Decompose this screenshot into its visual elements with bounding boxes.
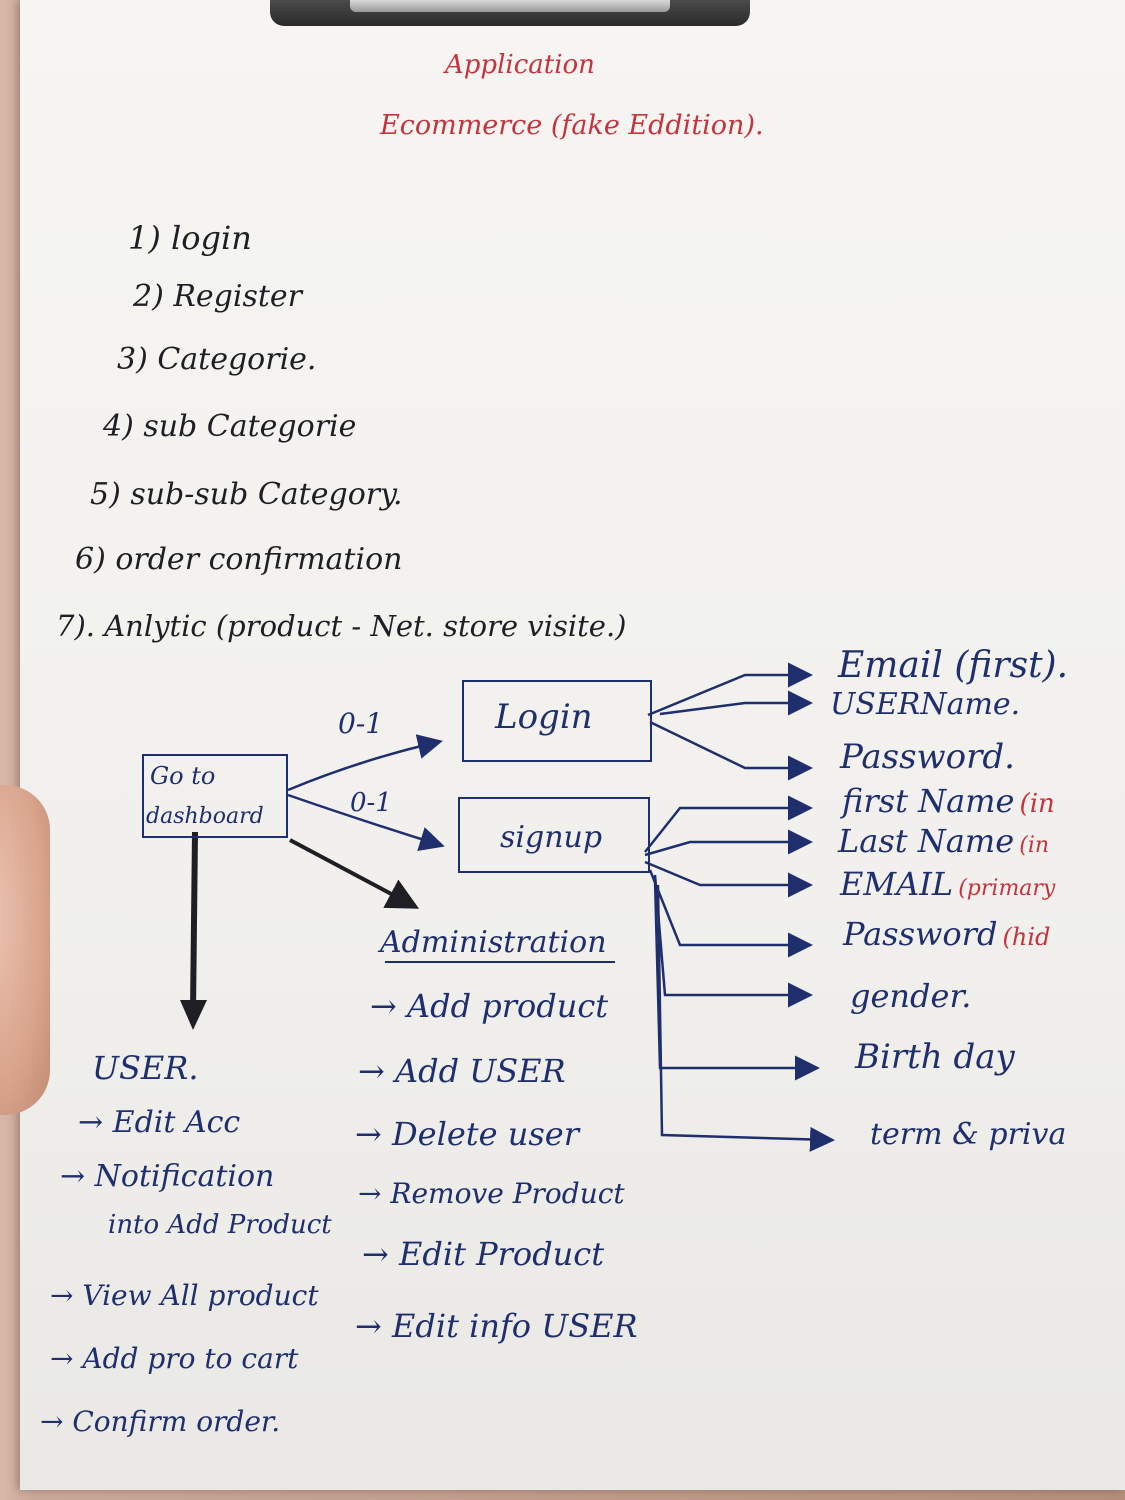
login-node-label: Login [495,697,593,737]
admin-item: → Edit Product [362,1235,605,1273]
admin-item: → Add USER [358,1052,566,1090]
clipboard-clip-bar [350,0,670,12]
edge-label-login: 0-1 [338,707,384,740]
dashboard-node [142,754,288,838]
login-field: USERName. [830,687,1021,722]
signup-field-text: first Name [842,782,1015,820]
finger [0,785,50,1115]
user-item: → Add pro to cart [50,1342,299,1375]
signup-field: term & priva [870,1117,1067,1152]
user-item: → Notification [60,1159,275,1194]
signup-field-note: (hid [1002,923,1051,951]
admin-item: → Add product [370,987,609,1025]
signup-field-note: (in [1019,789,1055,819]
user-heading: USER. [92,1049,199,1087]
signup-field: Password (hid [843,918,1050,950]
feature-item: 6) order confirmation [75,542,403,577]
dashboard-label-line-2: dashboard [146,804,264,829]
login-field: Password. [840,737,1015,777]
administration-heading: Administration [380,925,607,960]
signup-field: Birth day [855,1037,1015,1077]
signup-field-note: (in [1019,833,1050,858]
user-item: → Edit Acc [78,1105,241,1140]
feature-item: 3) Categorie. [117,342,317,377]
signup-field-text: EMAIL [840,865,954,903]
user-item: into Add Product [108,1210,332,1240]
signup-node [458,797,650,873]
admin-item: → Delete user [355,1115,579,1153]
dashboard-label-line-1: Go to [150,762,216,790]
signup-node-label: signup [500,820,603,855]
signup-field: gender. [850,977,972,1015]
edge-label-signup: 0-1 [350,788,392,818]
user-item: → View All product [50,1279,319,1312]
feature-item: 4) sub Categorie [103,409,357,444]
feature-item: 5) sub-sub Category. [90,477,403,512]
login-node [462,680,652,762]
signup-field: EMAIL (primary [840,868,1055,900]
user-item: → Confirm order. [40,1405,281,1438]
feature-item: 1) login [128,219,252,257]
admin-item: → Edit info USER [355,1307,638,1345]
title-line-2: Ecommerce (fake Eddition). [380,110,764,141]
admin-item: → Remove Product [358,1177,625,1210]
signup-field-text: Password [843,915,998,953]
signup-field-note: (primary [958,876,1056,901]
paper-sheet [20,0,1125,1490]
title-line-1: Application [445,50,595,80]
login-field: Email (first). [838,645,1069,686]
signup-field: Last Name (in [838,825,1049,857]
signup-field-text: Last Name [838,822,1015,860]
feature-item: 7). Anlytic (product - Net. store visite… [56,609,627,643]
signup-field: first Name (in [842,785,1055,817]
feature-item: 2) Register [133,279,303,314]
